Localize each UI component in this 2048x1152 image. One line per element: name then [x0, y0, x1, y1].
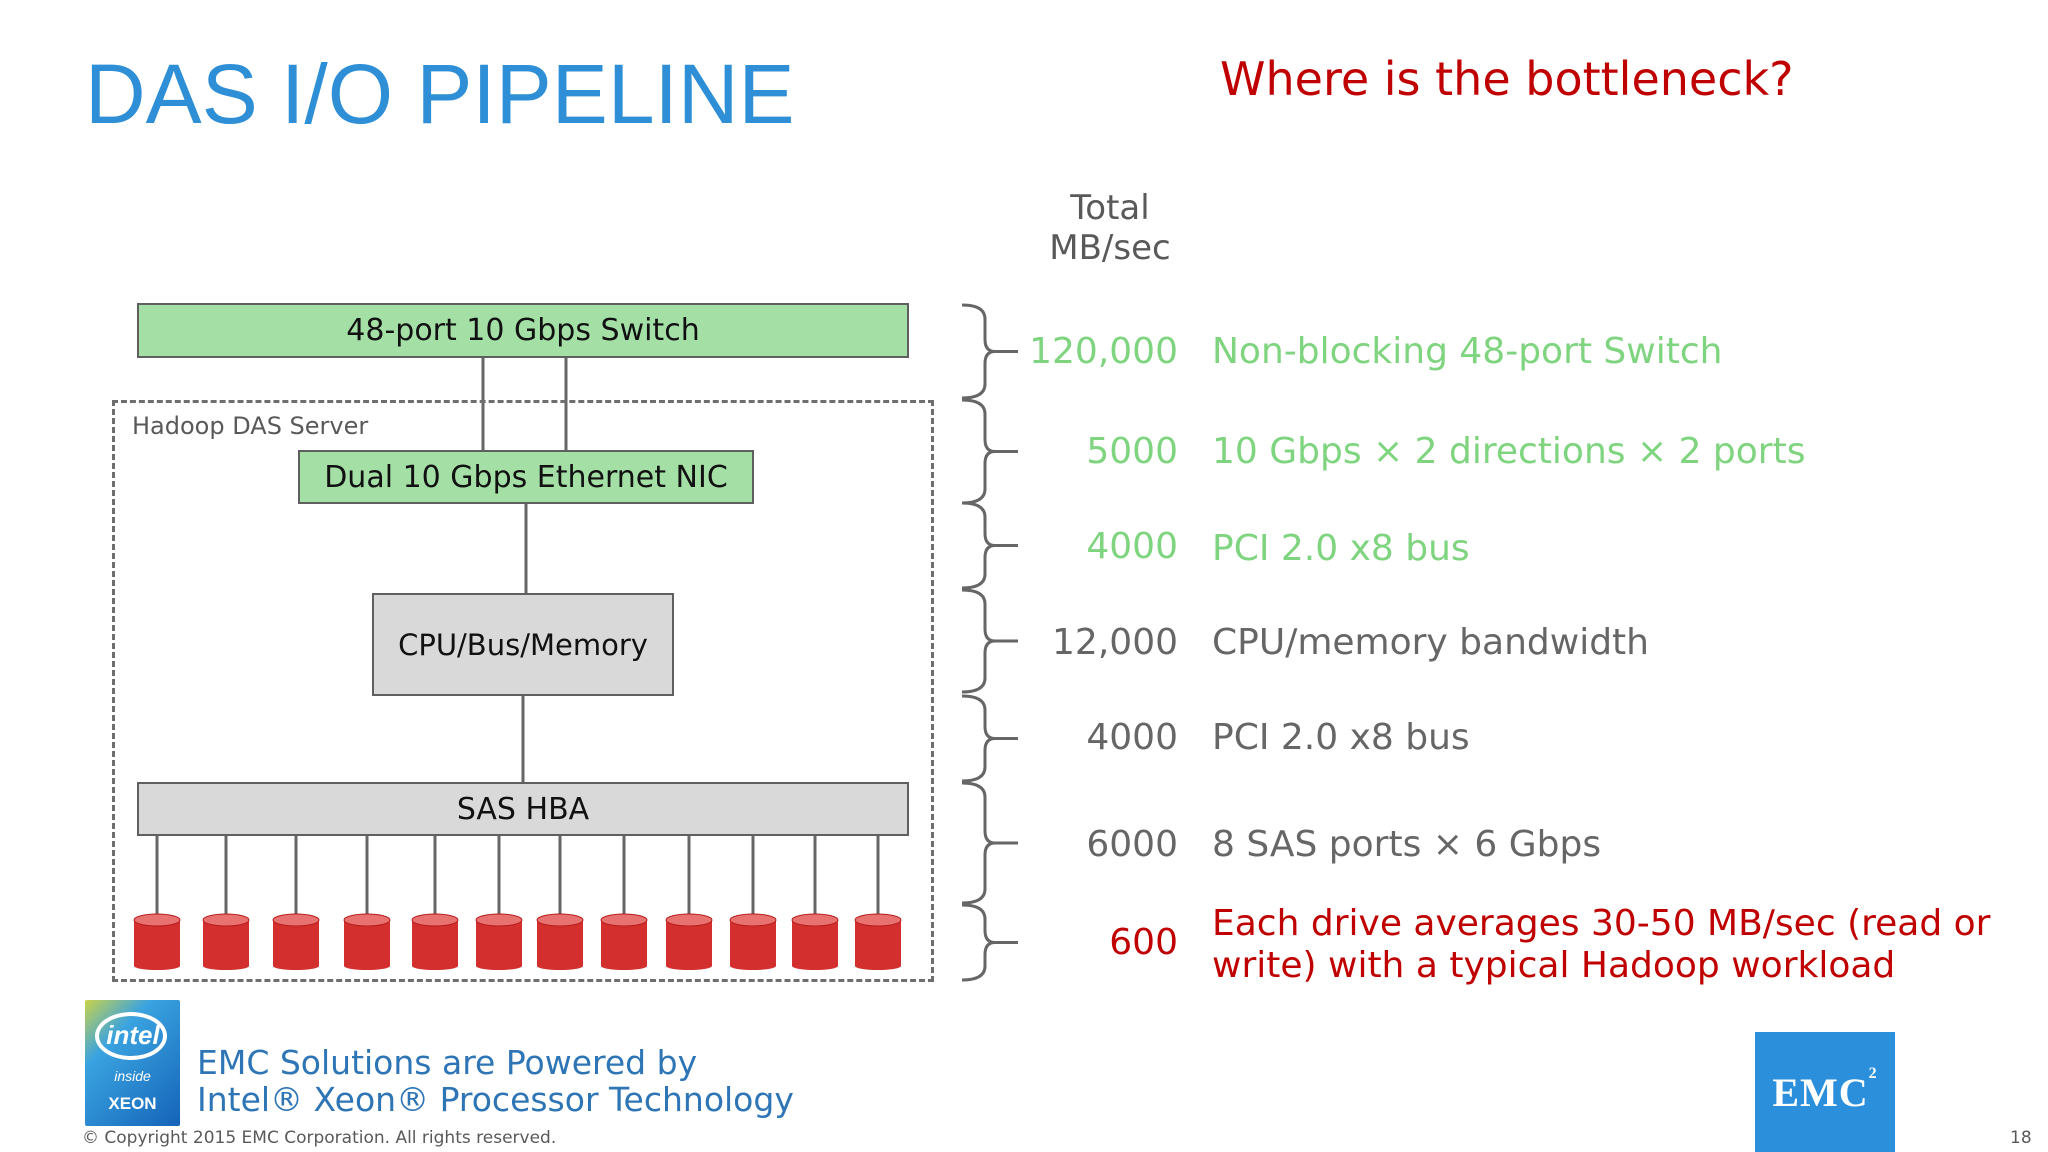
drive-bottom — [134, 962, 180, 970]
hadoop-das-server-boundary — [112, 400, 934, 982]
drive-body — [412, 920, 458, 966]
row-desc-pci-lower: PCI 2.0 x8 bus — [1212, 717, 1470, 758]
drive-top — [475, 913, 523, 927]
switch-label: 48-port 10 Gbps Switch — [346, 313, 700, 348]
intel-logo-xeon: XEON — [108, 1094, 157, 1113]
server-label: Hadoop DAS Server — [132, 412, 369, 440]
drive-top — [133, 913, 181, 927]
row-desc-drive-line1: Each drive averages 30-50 MB/sec (read o… — [1212, 903, 1991, 944]
drive-bottom — [730, 962, 776, 970]
drive-body — [730, 920, 776, 966]
drive-body — [273, 920, 319, 966]
drive-bottom — [273, 962, 319, 970]
drive-bottom — [601, 962, 647, 970]
powered-by-text: EMC Solutions are Powered by Intel® Xeon… — [197, 1044, 794, 1118]
row-desc-nic: 10 Gbps × 2 directions × 2 ports — [1212, 431, 1806, 472]
row-desc-drive: Each drive averages 30-50 MB/sec (read o… — [1212, 903, 1990, 987]
brace-5 — [961, 694, 1018, 783]
drive-body — [344, 920, 390, 966]
drive-bottom — [476, 962, 522, 970]
row-desc-pci-upper: PCI 2.0 x8 bus — [1212, 528, 1470, 569]
brace-1 — [961, 303, 1018, 400]
drive-top — [536, 913, 584, 927]
drive-top — [729, 913, 777, 927]
emc-logo: EMC2 — [1755, 1032, 1895, 1152]
emc-logo-sup: 2 — [1868, 1064, 1878, 1082]
hba-label: SAS HBA — [456, 791, 590, 827]
drive-bottom — [537, 962, 583, 970]
emc-logo-text: EMC2 — [1772, 1064, 1878, 1115]
intel-logo-word: intel — [106, 1020, 160, 1050]
drive-top — [202, 913, 250, 927]
drive-top — [600, 913, 648, 927]
drive-top — [411, 913, 459, 927]
brace-2 — [961, 398, 1018, 505]
row-desc-switch: Non-blocking 48-port Switch — [1212, 331, 1723, 372]
drive-top — [343, 913, 391, 927]
copyright-notice: © Copyright 2015 EMC Corporation. All ri… — [82, 1128, 557, 1148]
drive-body — [537, 920, 583, 966]
column-header-line2: MB/sec — [1049, 228, 1171, 268]
drive-bottom — [412, 962, 458, 970]
drive-top — [272, 913, 320, 927]
column-header-line1: Total — [1070, 188, 1150, 228]
row-desc-drive-line2: write) with a typical Hadoop workload — [1212, 945, 1896, 986]
intel-xeon-logo: intel inside XEON — [85, 1000, 180, 1126]
row-value-drive: 600 — [1109, 922, 1178, 963]
brace-3 — [961, 501, 1018, 590]
drive-body — [666, 920, 712, 966]
brace-6 — [961, 781, 1018, 905]
drive-body — [476, 920, 522, 966]
intel-logo-inside: inside — [114, 1068, 151, 1084]
drive-bottom — [666, 962, 712, 970]
drive-top — [665, 913, 713, 927]
brace-column — [961, 303, 1018, 982]
sas-hba-box: SAS HBA — [137, 782, 909, 836]
page-number: 18 — [2010, 1128, 2032, 1148]
row-value-sas: 6000 — [1086, 824, 1178, 865]
row-value-cpu: 12,000 — [1052, 622, 1178, 663]
cpu-box: CPU/Bus/Memory — [372, 593, 674, 696]
intel-ring-icon — [95, 1012, 167, 1060]
drive-body — [203, 920, 249, 966]
powered-by-line2: Intel® Xeon® Processor Technology — [197, 1080, 794, 1119]
slide-question: Where is the bottleneck? — [1220, 52, 1794, 106]
row-desc-sas: 8 SAS ports × 6 Gbps — [1212, 824, 1602, 865]
drive-body — [134, 920, 180, 966]
row-desc-cpu: CPU/memory bandwidth — [1212, 622, 1649, 663]
drive-body — [601, 920, 647, 966]
drive-body — [855, 920, 901, 966]
drive-bottom — [855, 962, 901, 970]
slide-title: DAS I/O PIPELINE — [85, 47, 795, 141]
drive-bottom — [792, 962, 838, 970]
nic-box: Dual 10 Gbps Ethernet NIC — [298, 450, 754, 504]
nic-label: Dual 10 Gbps Ethernet NIC — [324, 459, 728, 495]
brace-4 — [961, 588, 1018, 694]
drive-bottom — [344, 962, 390, 970]
row-value-pci-upper: 4000 — [1086, 526, 1178, 567]
drive-bottom — [203, 962, 249, 970]
cpu-label: CPU/Bus/Memory — [398, 627, 648, 662]
powered-by-line1: EMC Solutions are Powered by — [197, 1043, 698, 1082]
brace-7 — [961, 903, 1018, 982]
drive-array — [133, 836, 902, 970]
drive-top — [854, 913, 902, 927]
row-value-pci-lower: 4000 — [1086, 717, 1178, 758]
switch-box: 48-port 10 Gbps Switch — [137, 303, 909, 358]
drive-body — [792, 920, 838, 966]
drive-top — [791, 913, 839, 927]
column-header: Total MB/sec — [1020, 188, 1200, 268]
row-value-nic: 5000 — [1086, 431, 1178, 472]
row-value-switch: 120,000 — [1029, 331, 1178, 372]
